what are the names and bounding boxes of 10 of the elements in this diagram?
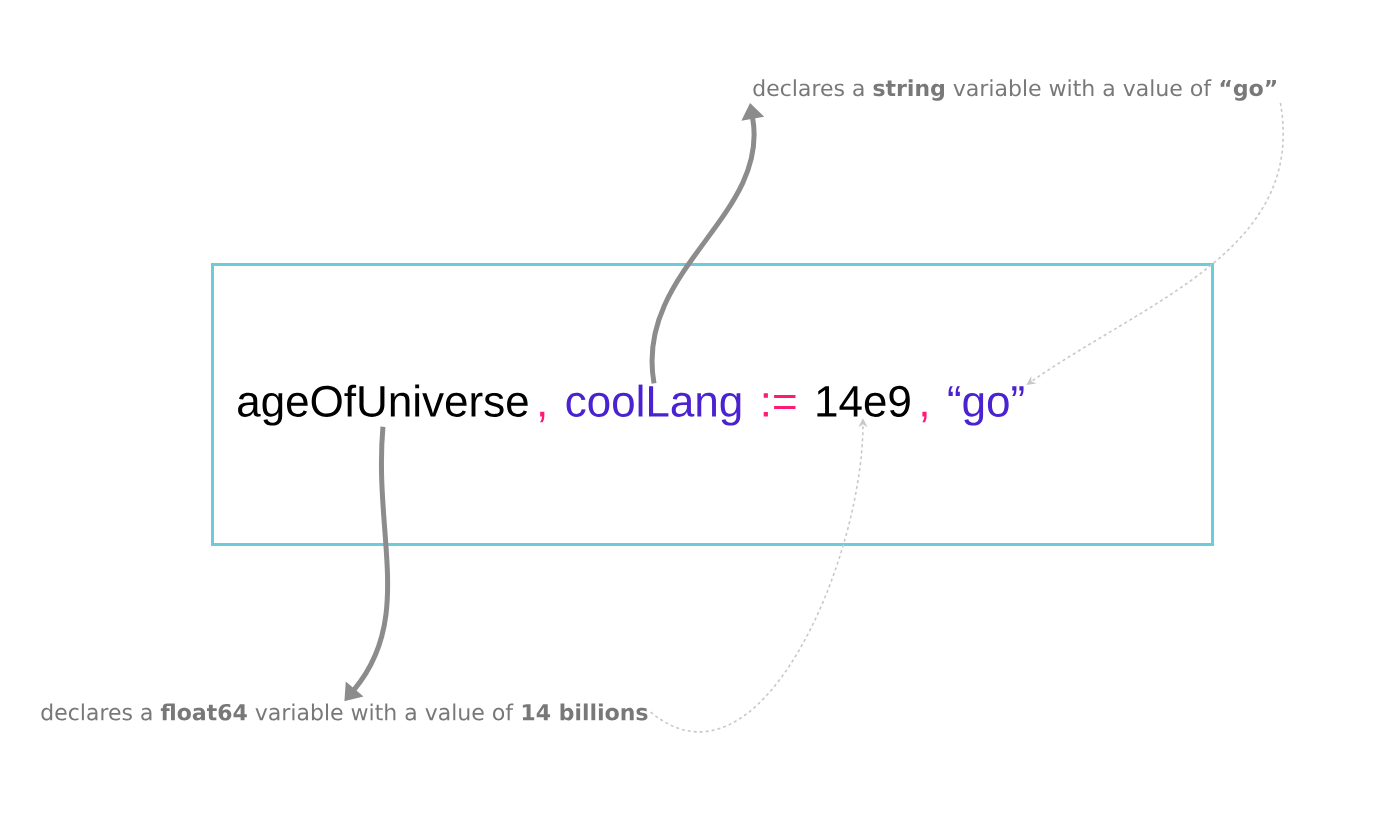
code-operator: , <box>540 411 545 423</box>
code-token: coolLang <box>566 384 741 426</box>
code-box <box>211 263 1214 546</box>
code-operator: , <box>922 411 927 423</box>
code-token: “go” <box>948 386 1024 426</box>
annotation: declares a string variable with a value of “go” <box>753 79 1276 101</box>
code-operator: := <box>763 393 796 417</box>
code-token: 14e9 <box>817 385 910 417</box>
annotation: declares a float64 variable with a value of 14 billions <box>41 703 648 721</box>
code-token: ageOfUniverse <box>238 384 528 426</box>
